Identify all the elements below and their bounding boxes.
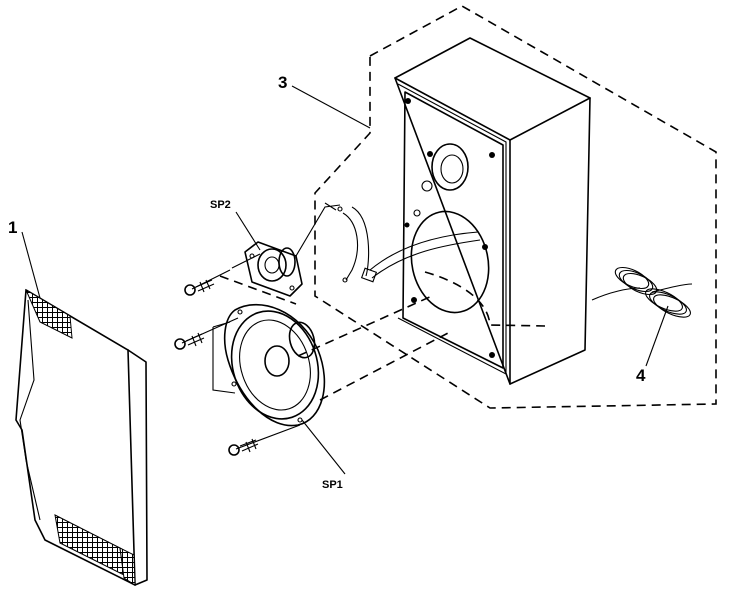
cabinet-screw-hole	[489, 352, 495, 358]
cabinet-screw-hole	[427, 151, 433, 157]
callout-cable: 4	[636, 366, 646, 385]
assembly-boundary	[314, 5, 717, 409]
callout-tweeter: SP2	[210, 199, 231, 211]
callout-cabinet: 3	[278, 73, 287, 92]
cabinet-screw-hole	[489, 152, 495, 158]
callout-grille: 1	[8, 218, 17, 237]
cabinet-screw-hole	[482, 244, 488, 250]
woofer-screw	[174, 338, 186, 350]
callout-woofer: SP1	[322, 479, 343, 491]
speaker-cable	[591, 266, 693, 318]
speaker-grille	[15, 288, 148, 586]
cabinet-screw-hole	[404, 222, 410, 228]
speaker-cabinet	[337, 37, 591, 385]
cabinet-screw-hole	[405, 98, 411, 104]
tweeter-sp2	[184, 202, 341, 305]
woofer-sp1	[174, 295, 451, 456]
tweeter-screw	[184, 284, 196, 296]
woofer-screw	[228, 444, 240, 456]
cabinet-screw-hole	[411, 297, 417, 303]
